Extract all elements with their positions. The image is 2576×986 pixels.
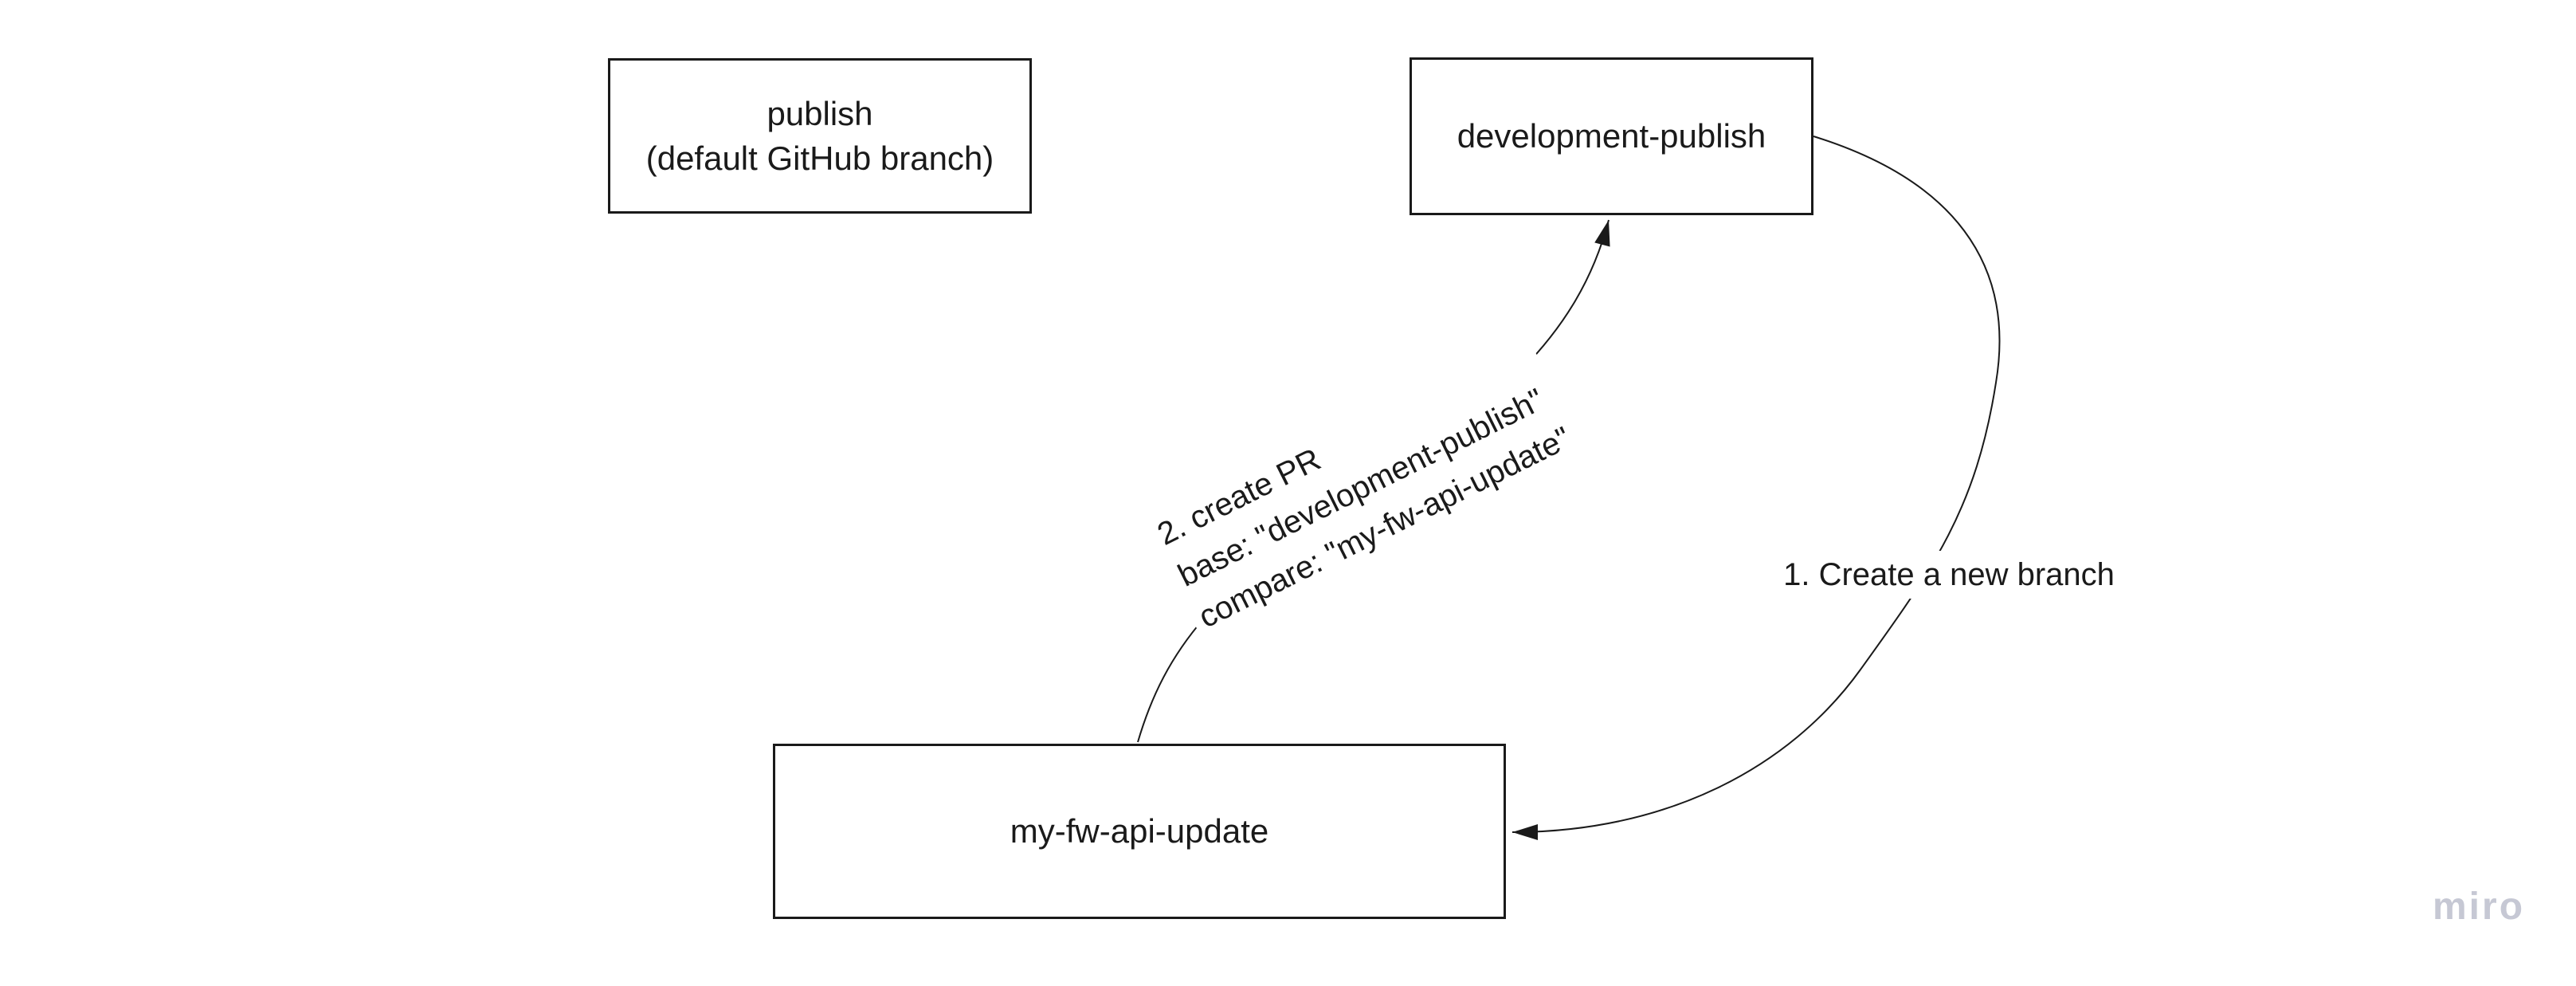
my-fw-api-update-label: my-fw-api-update [1010,812,1269,850]
miro-watermark: miro [2433,886,2526,928]
shape-my-fw-api-update-branch[interactable]: my-fw-api-update [773,744,1506,919]
publish-label-line1: publish [767,94,873,132]
connector-create-branch[interactable] [1511,136,2001,840]
connector-label-create-branch[interactable]: 1. Create a new branch [1772,551,2126,599]
publish-label-line2: (default GitHub branch) [645,139,994,177]
development-publish-label: development-publish [1457,117,1766,155]
shape-development-publish-branch[interactable]: development-publish [1410,57,1813,215]
shape-publish-branch[interactable]: publish (default GitHub branch) [608,58,1032,214]
